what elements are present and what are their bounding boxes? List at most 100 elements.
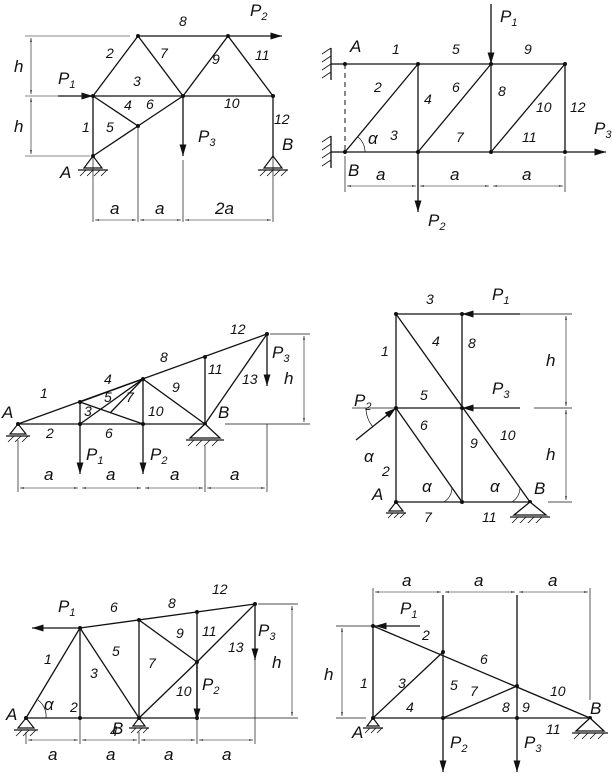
member-label: 9 [522,699,530,715]
support-label-b: B [534,479,545,498]
member-label: 1 [360,675,368,691]
support-b-icon [574,717,606,732]
member-label: 8 [179,13,187,29]
dim-label: a [110,199,119,218]
dim-label: h [14,117,23,136]
angle-label: α [364,447,375,466]
member-label: 2 [421,627,430,643]
member-label: 4 [104,371,112,387]
load-label-p2: P2 [354,391,371,413]
dim-label: h [284,369,293,388]
member-label: 13 [242,371,258,387]
support-a-icon [365,717,381,727]
support-label-b: B [282,135,293,154]
member-label: 6 [480,651,488,667]
member-label: 9 [470,435,478,451]
angle-label: α [44,695,55,714]
load-p2-arrow [355,407,397,441]
support-label-a: A [1,403,13,422]
truss-4: 3 1 4 8 5 6 9 10 2 7 11 A B α α α P1 P3 … [352,285,572,525]
member-label: 7 [470,683,479,699]
member-label: 6 [420,417,428,433]
member-label: 1 [44,651,52,667]
dim-label: h [272,653,281,672]
load-label-p3: P3 [272,343,290,365]
member-label: 4 [110,723,118,739]
member-label: 7 [456,129,465,145]
dim-label: a [230,465,239,484]
member-label: 8 [160,349,168,365]
dim-label: a [376,165,385,184]
load-label-p2: P2 [250,1,267,23]
truss-1: 8 2 7 9 11 3 4 6 10 5 1 12 A B P2 P1 P3 … [14,1,293,222]
member-label: 11 [482,509,497,525]
support-a-icon [387,501,405,512]
member-label: 4 [124,97,132,113]
member-label: 3 [133,73,141,89]
dim-label: h [324,665,333,684]
member-label: 9 [172,379,180,395]
member-label: 5 [104,389,112,405]
member-label: 10 [224,95,240,111]
dim-label: a [155,199,164,218]
support-label-a: A [349,37,361,56]
support-a-icon [16,717,36,729]
load-label-p2: P2 [202,675,219,697]
member-label: 4 [432,333,440,349]
support-a-icon [82,155,104,169]
member-label: 5 [420,387,428,403]
load-label-p3: P3 [594,119,612,141]
member-label: 3 [84,403,92,419]
dim-label: h [546,445,555,464]
dim-label: a [522,165,531,184]
member-label: 7 [160,45,169,61]
load-label-p2: P2 [428,211,445,233]
load-label-p1: P1 [500,7,517,29]
angle-label: α [490,477,501,496]
member-label: 5 [452,41,460,57]
member-label: 5 [106,119,114,135]
support-b-icon [188,423,222,439]
support-label-b: B [218,403,229,422]
member-label: 11 [546,721,561,737]
member-label: 6 [452,79,460,95]
load-label-p3: P3 [258,621,276,643]
member-label: 9 [176,625,184,641]
member-label: 6 [110,599,118,615]
member-label: 7 [148,655,157,671]
member-label: 8 [498,83,506,99]
dim-label: a [548,571,557,590]
load-label-p1: P1 [400,599,417,621]
dim-label: a [44,465,53,484]
member-label: 12 [274,111,290,127]
dim-label: 2a [214,199,234,218]
member-label: 3 [90,665,98,681]
truss-3: 1 2 3 4 5 6 7 8 9 10 11 12 13 A B P1 P2 … [1,321,310,492]
member-label: 5 [450,677,458,693]
member-label: 6 [105,425,113,441]
member-label: 2 [45,425,54,441]
member-label: 8 [168,595,176,611]
member-label: 10 [148,403,164,419]
support-label-a: A [5,705,17,724]
member-label: 12 [570,99,586,115]
member-label: 2 [69,699,78,715]
dim-label: a [106,745,115,764]
support-b-icon [512,501,548,516]
dim-label: h [546,351,555,370]
member-label: 1 [381,343,389,359]
member-label: 4 [406,699,414,715]
dim-label: a [106,465,115,484]
support-b-icon [131,717,147,727]
member-label: 2 [105,45,114,61]
support-label-b: B [590,699,601,718]
member-label: 11 [202,623,217,639]
load-label-p2: P2 [450,733,467,755]
member-label: 11 [208,361,223,377]
member-label: 12 [212,581,228,597]
load-label-p1: P1 [58,597,75,619]
member-label: 1 [82,119,90,135]
member-label: 7 [424,509,433,525]
member-label: 7 [126,389,135,405]
